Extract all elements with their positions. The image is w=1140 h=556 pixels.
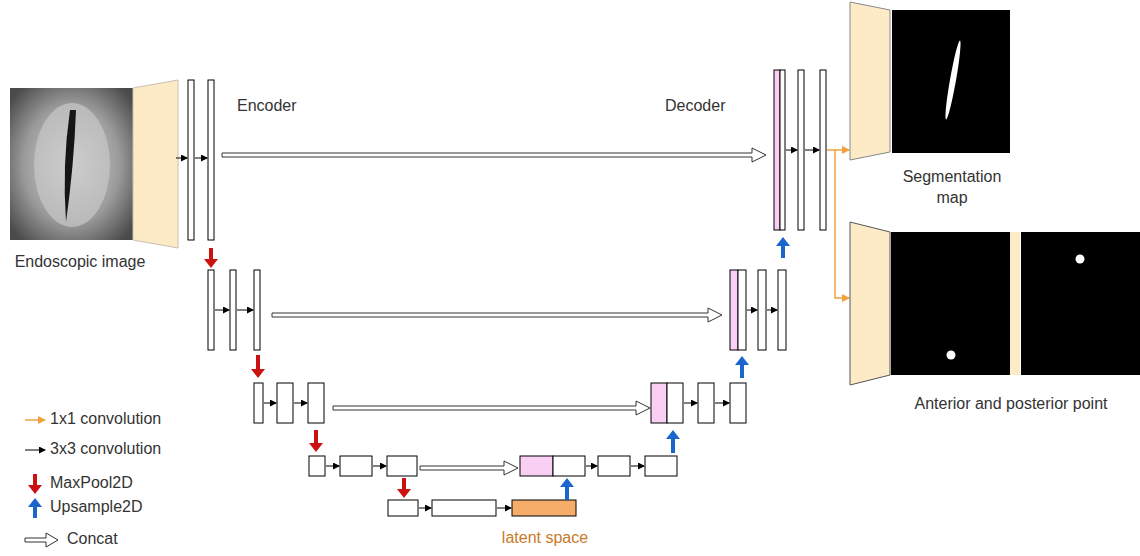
conv-arrow xyxy=(294,403,307,404)
point-map xyxy=(891,232,1010,375)
conv-arrow xyxy=(195,158,207,159)
conv-arrow xyxy=(373,466,386,467)
upsample-arrow xyxy=(666,430,680,453)
legend-text: Concat xyxy=(67,530,118,548)
feature-map xyxy=(388,500,418,516)
posterior-dot xyxy=(1076,255,1085,264)
conv-arrow xyxy=(497,508,511,509)
legend-sample xyxy=(25,533,58,547)
conv1x1-arrow xyxy=(835,150,849,298)
feature-map xyxy=(758,270,766,350)
glottis-slit xyxy=(65,110,76,222)
feature-map xyxy=(309,456,325,476)
legend-sample xyxy=(28,474,42,494)
feature-map xyxy=(553,456,585,476)
maxpool-arrow xyxy=(309,430,323,452)
figure-caption: latent space xyxy=(502,527,588,548)
feature-map xyxy=(230,270,236,350)
feature-map xyxy=(645,456,677,476)
conv-arrow xyxy=(419,508,431,509)
anterior-dot xyxy=(947,351,956,360)
concat-arrow xyxy=(333,401,650,415)
latent-box xyxy=(512,500,576,516)
feature-map xyxy=(738,270,746,350)
upsample-arrow xyxy=(560,478,574,500)
feature-map xyxy=(780,70,785,230)
conv-arrow xyxy=(326,466,339,467)
feature-map xyxy=(308,383,324,423)
captioned-figure: latent space xyxy=(490,500,600,548)
endoscopic-photo xyxy=(10,88,133,240)
feature-map xyxy=(778,270,786,350)
legend-text: Upsample2D xyxy=(50,498,142,516)
feature-map xyxy=(340,456,372,476)
concat-map xyxy=(651,383,667,423)
legend-text: MaxPool2D xyxy=(50,474,133,492)
captioned-figure: Endoscopic image xyxy=(0,86,160,272)
concat-map xyxy=(774,70,780,230)
feature-map xyxy=(667,383,683,423)
maxpool-arrow xyxy=(251,355,265,378)
feature-map xyxy=(798,70,804,230)
captioned-figure: Segmentation map xyxy=(890,8,1014,208)
feature-map xyxy=(730,383,746,423)
feature-map xyxy=(208,80,214,240)
conv-arrow xyxy=(715,403,729,404)
captioned-figure: Anterior and posterior point xyxy=(880,230,1140,414)
output-projection xyxy=(850,2,890,160)
feature-map xyxy=(188,80,194,240)
upsample-arrow xyxy=(735,356,749,378)
feature-map xyxy=(820,70,826,230)
conv1x1-arrow xyxy=(827,149,849,151)
legend-text: 1x1 convolution xyxy=(50,410,161,428)
conv-arrow xyxy=(805,150,819,151)
concat-map xyxy=(520,456,553,476)
vocal-fold xyxy=(34,103,110,227)
conv-arrow xyxy=(215,310,229,311)
map-separator xyxy=(1010,232,1020,375)
feature-map xyxy=(698,383,714,423)
legend-sample xyxy=(28,498,42,518)
conv-arrow xyxy=(264,403,276,404)
concat-arrow xyxy=(272,308,722,322)
conv-arrow xyxy=(747,310,757,311)
feature-map xyxy=(387,456,417,476)
concat-arrow xyxy=(222,148,766,162)
feature-map xyxy=(277,383,293,423)
conv-arrow xyxy=(176,158,187,159)
maxpool-arrow xyxy=(397,478,411,498)
feature-map xyxy=(432,500,496,516)
input-projection xyxy=(133,80,178,248)
upsample-arrow xyxy=(776,237,790,258)
feature-map xyxy=(208,270,214,350)
concat-arrow xyxy=(420,461,518,475)
figure-caption: Endoscopic image xyxy=(15,251,146,272)
segmentation-image xyxy=(892,10,1010,153)
conv-arrow xyxy=(786,150,797,151)
feature-map xyxy=(598,456,630,476)
conv-arrow xyxy=(586,466,597,467)
legend-text: 3x3 convolution xyxy=(50,440,161,458)
figure-caption: Anterior and posterior point xyxy=(915,393,1108,414)
feature-map xyxy=(254,383,263,423)
feature-map xyxy=(254,270,260,350)
section-label: Encoder xyxy=(237,97,297,115)
conv-arrow xyxy=(237,310,253,311)
output-projection xyxy=(850,222,890,385)
concat-map xyxy=(730,270,738,350)
figure-caption: Segmentation map xyxy=(890,166,1014,208)
conv-arrow xyxy=(767,310,777,311)
conv-arrow xyxy=(684,403,697,404)
point-map xyxy=(1021,232,1140,375)
maxpool-arrow xyxy=(204,248,218,268)
legend-sample xyxy=(25,419,45,421)
section-label: Decoder xyxy=(665,97,725,115)
legend-sample xyxy=(25,450,45,451)
conv-arrow xyxy=(631,466,644,467)
glottis-mask xyxy=(943,40,963,120)
